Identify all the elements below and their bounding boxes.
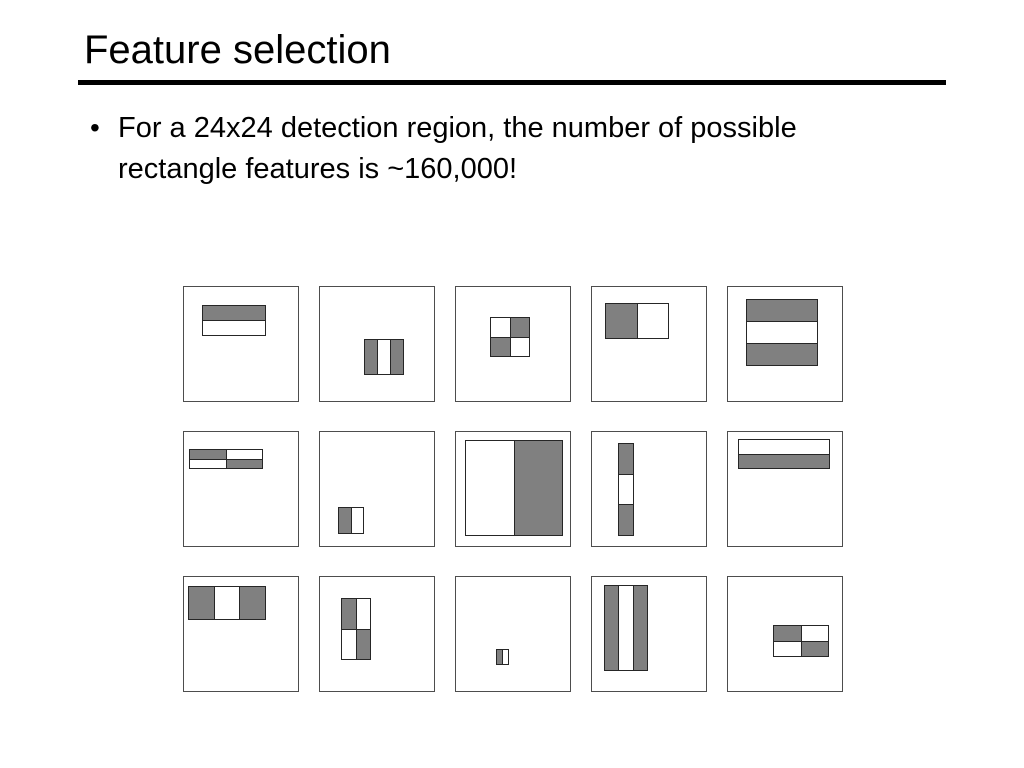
haar-four-rectangle-checker-offset (773, 625, 829, 657)
haar-three-rectangle-vertical (364, 339, 404, 375)
haar-quadrant (800, 641, 828, 656)
haar-band (350, 508, 363, 533)
haar-band (365, 340, 377, 374)
feature-box (455, 431, 571, 547)
haar-quadrant (355, 599, 370, 629)
haar-quadrant (491, 337, 510, 356)
haar-two-rectangle-vertical-large (465, 440, 563, 536)
haar-band (619, 473, 633, 505)
haar-feature-grid (183, 286, 843, 692)
feature-box (455, 286, 571, 402)
feature-box (727, 576, 843, 692)
haar-quadrant (342, 629, 356, 659)
feature-box (183, 576, 299, 692)
haar-band (239, 587, 266, 619)
haar-three-rectangle-vertical-large (604, 585, 648, 671)
haar-band (502, 650, 508, 664)
feature-box (455, 576, 571, 692)
haar-row (190, 458, 262, 468)
haar-three-rectangle-horizontal-narrow (618, 443, 634, 536)
feature-box (183, 286, 299, 402)
haar-quadrant (800, 626, 828, 641)
haar-row (491, 318, 529, 337)
feature-box (319, 431, 435, 547)
haar-row (491, 336, 529, 356)
haar-four-rectangle-checker (490, 317, 530, 357)
haar-band (339, 508, 351, 533)
haar-band (605, 586, 619, 670)
page-title: Feature selection (84, 28, 391, 72)
haar-quadrant (774, 626, 801, 641)
haar-band (747, 343, 817, 365)
haar-quadrant (190, 459, 226, 468)
list-item: • For a 24x24 detection region, the numb… (84, 108, 944, 190)
feature-box (591, 286, 707, 402)
haar-band (377, 340, 390, 374)
feature-box (727, 431, 843, 547)
haar-band (618, 586, 633, 670)
bullet-list: • For a 24x24 detection region, the numb… (84, 108, 944, 190)
haar-four-rectangle-checker-wide (189, 449, 263, 469)
haar-band (203, 306, 265, 320)
haar-band (632, 586, 647, 670)
haar-quadrant (190, 450, 226, 459)
haar-quadrant (342, 599, 356, 629)
haar-quadrant (225, 450, 262, 459)
haar-two-rectangle-horizontal-wide (738, 439, 830, 469)
haar-band (739, 453, 829, 468)
haar-row (774, 640, 828, 656)
haar-row (190, 450, 262, 459)
haar-band (606, 304, 637, 338)
haar-three-rectangle-horizontal (746, 299, 818, 366)
title-divider (78, 80, 946, 85)
feature-box (727, 286, 843, 402)
haar-quadrant (491, 318, 510, 337)
haar-band (497, 650, 502, 664)
haar-band (619, 444, 633, 474)
haar-band (466, 441, 514, 535)
feature-box (183, 431, 299, 547)
bullet-text: For a 24x24 detection region, the number… (118, 112, 797, 185)
haar-band (390, 340, 403, 374)
haar-quadrant (225, 459, 262, 468)
haar-band (189, 587, 214, 619)
feature-box (591, 576, 707, 692)
haar-quadrant (509, 337, 529, 356)
haar-band (213, 587, 240, 619)
haar-four-rectangle-checker-tall (341, 598, 371, 660)
haar-band (739, 440, 829, 454)
feature-box (319, 576, 435, 692)
haar-quadrant (355, 629, 370, 659)
haar-band (513, 441, 562, 535)
haar-quadrant (774, 641, 801, 656)
haar-quadrant (509, 318, 529, 337)
haar-band (747, 300, 817, 321)
haar-two-rectangle-horizontal (202, 305, 266, 336)
haar-two-rectangle-vertical (605, 303, 669, 339)
haar-row (774, 626, 828, 641)
haar-two-rectangle-vertical-tiny (496, 649, 509, 665)
haar-band (747, 321, 817, 343)
haar-row (342, 599, 370, 629)
feature-box (319, 286, 435, 402)
haar-band (619, 504, 633, 536)
haar-band (203, 320, 265, 335)
title-block: Feature selection (78, 26, 946, 85)
haar-row (342, 628, 370, 659)
bullet-marker-icon: • (90, 112, 100, 143)
haar-band (636, 304, 668, 338)
haar-two-rectangle-vertical-small (338, 507, 364, 534)
haar-three-rectangle-vertical-wide (188, 586, 266, 620)
feature-box (591, 431, 707, 547)
